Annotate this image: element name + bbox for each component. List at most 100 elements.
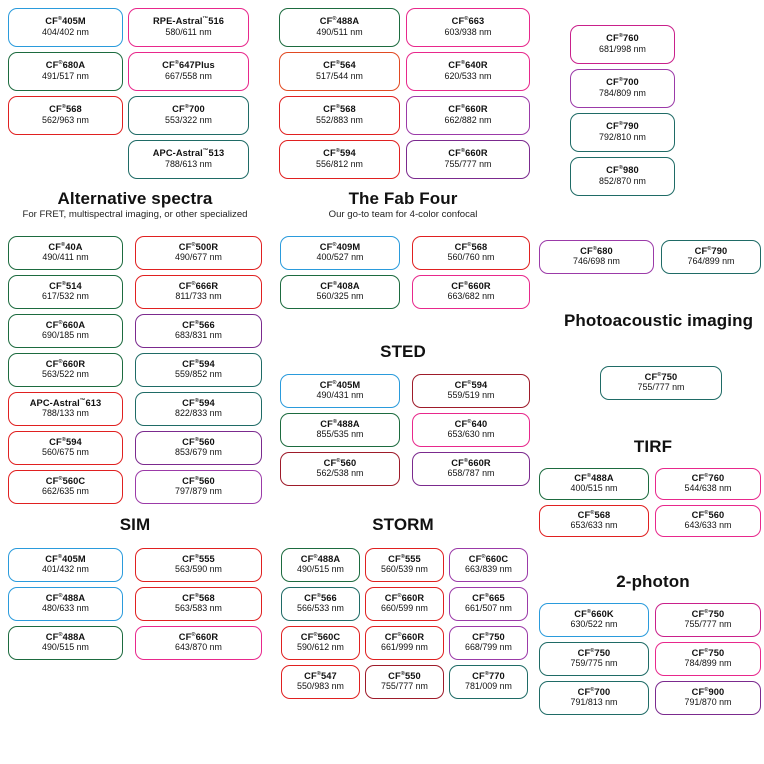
dye-wavelengths: 559/519 nm [447, 390, 495, 401]
dye-wavelengths: 663/682 nm [447, 291, 495, 302]
dye-name: CF®514 [49, 280, 82, 291]
dye-name: CF®560 [691, 509, 725, 520]
section-title-alternative-spectra: Alternative spectra [57, 189, 213, 208]
dye-name: CF®594 [182, 397, 215, 408]
dye-name: CF®409M [319, 241, 361, 252]
dye-name: CF®405M [319, 379, 361, 390]
trademark-mark: ® [586, 472, 592, 479]
dye-wavelengths: 658/787 nm [447, 468, 495, 479]
dye-wavelengths: 791/813 nm [570, 697, 618, 708]
trademark-mark: ® [657, 371, 662, 378]
dye-name: CF®568 [182, 592, 215, 603]
dye-name: CF®488A [574, 472, 614, 483]
trademark-mark: ® [332, 418, 338, 425]
trademark-mark: ® [586, 608, 592, 615]
trademark-mark: ® [332, 379, 337, 386]
dye-wavelengths: 791/870 nm [684, 697, 732, 708]
dye-name: CF®488A [45, 592, 86, 603]
trademark-mark: ® [194, 358, 199, 365]
dye-wavelengths: 822/833 nm [175, 408, 222, 419]
trademark-mark: ® [332, 16, 337, 23]
dye-name: CF®750 [691, 608, 725, 619]
dye-wavelengths: 755/777 nm [444, 158, 492, 169]
